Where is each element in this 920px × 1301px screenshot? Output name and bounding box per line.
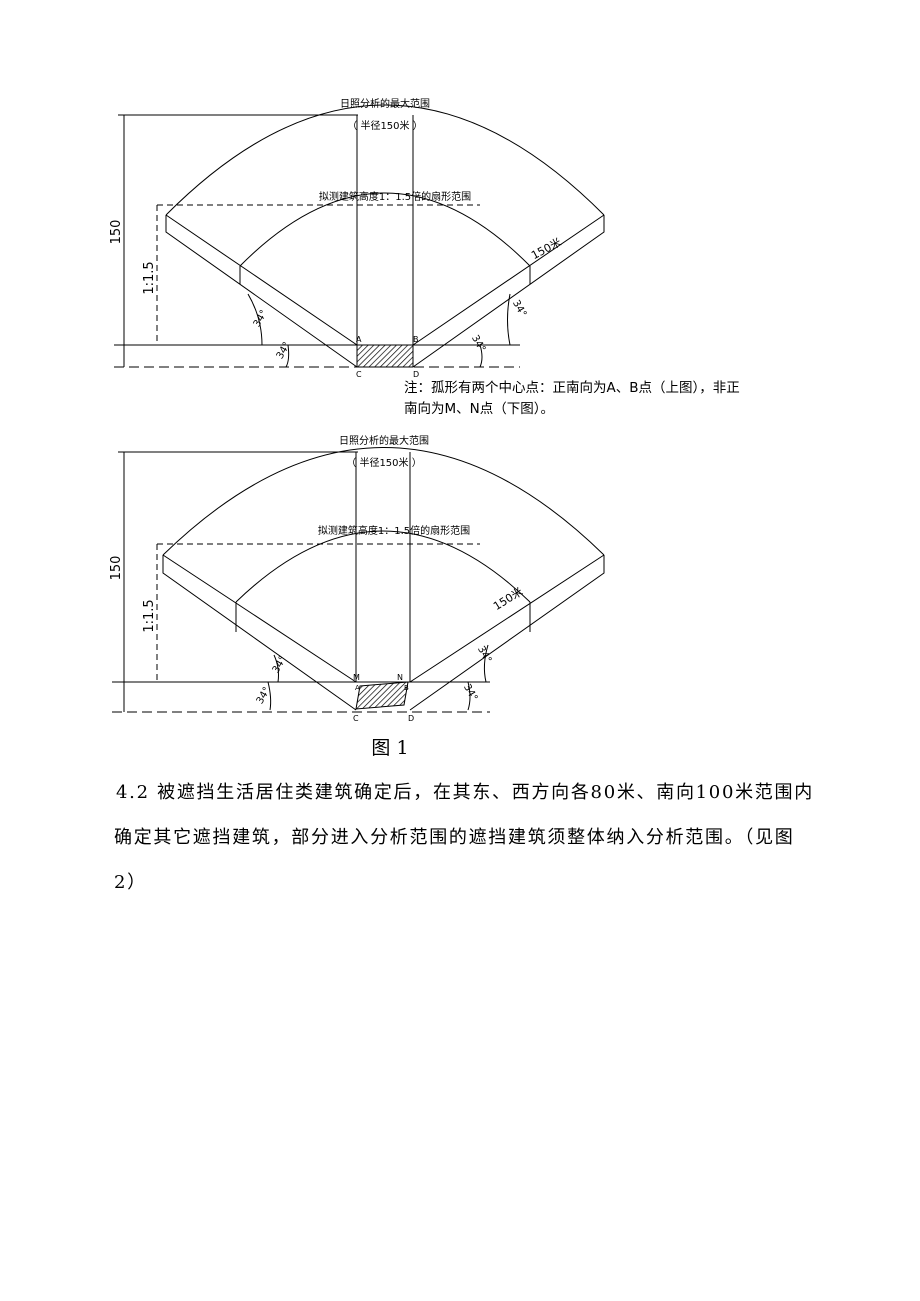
- building-hatch: [356, 344, 414, 368]
- dim-outer-label: 150: [109, 220, 124, 245]
- arc-length-label: 150米: [529, 236, 563, 263]
- point-label-b: B: [404, 684, 409, 692]
- fan-left-top: [162, 554, 357, 683]
- angle-arc-right-lower: [467, 681, 471, 711]
- inner-arc: [239, 192, 531, 267]
- point-label-n: N: [397, 673, 403, 682]
- point-label-d: D: [408, 714, 414, 723]
- angle-arc-right-upper: [483, 644, 489, 683]
- inner-range-label: 拟测建筑高度1：1.5倍的扇形范围: [318, 524, 470, 537]
- figure-caption: 图 1: [371, 737, 409, 759]
- angle-arc-left-upper: [247, 293, 263, 346]
- fan-diagram-top: 日照分析的最大范围 （ 半径150米 ） 拟测建筑高度1：1.5倍的扇形范围 1…: [109, 97, 605, 379]
- outer-arc: [165, 104, 605, 216]
- angle-arc-left-lower: [267, 681, 272, 711]
- angle-arc-left-lower: [285, 344, 290, 368]
- dim-inner-label: 1:1.5: [142, 261, 157, 294]
- point-label-c: C: [356, 370, 362, 379]
- angle-label-right-lower: 34°: [469, 333, 487, 354]
- dim-inner-label: 1:1.5: [142, 599, 157, 632]
- figure-bottom: 日照分析的最大范围 （ 半径150米 ） 拟测建筑高度1：1.5倍的扇形范围 1…: [0, 420, 920, 725]
- fan-left-edge: [165, 215, 358, 368]
- fan-left-top: [165, 214, 358, 346]
- angle-arc-right-upper: [507, 293, 511, 346]
- angle-label-left-upper: 34°: [252, 308, 270, 329]
- arc-length-label: 150米: [491, 585, 525, 613]
- outer-arc: [162, 447, 605, 556]
- fan-right-edge: [409, 555, 605, 711]
- point-label-c: C: [353, 714, 359, 723]
- fan-right-edge: [412, 215, 605, 368]
- inner-arc: [235, 530, 531, 603]
- radius-label: （ 半径150米 ）: [347, 119, 422, 132]
- angle-label-left-lower: 34°: [275, 340, 293, 361]
- dim-outer-label: 150: [109, 556, 124, 581]
- point-label-d: D: [413, 370, 419, 379]
- note-line-2: 南向为M、N点（下图）。: [404, 401, 554, 417]
- note-line-1: 注：孤形有两个中心点：正南向为A、B点（上图），非正: [404, 380, 740, 396]
- fan-left-edge: [162, 555, 357, 711]
- body-paragraph: 4.2 被遮挡生活居住类建筑确定后，在其东、西方向各80米、南向100米范围内确…: [114, 782, 814, 893]
- figure-top: 日照分析的最大范围 （ 半径150米 ） 拟测建筑高度1：1.5倍的扇形范围 1…: [0, 0, 920, 380]
- point-label-b: B: [413, 335, 419, 344]
- fan-right-top: [412, 214, 605, 346]
- figure-note: 注：孤形有两个中心点：正南向为A、B点（上图），非正 南向为M、N点（下图）。: [404, 378, 824, 420]
- angle-label-right-lower: 34°: [461, 682, 479, 703]
- angle-label-left-upper: 34°: [271, 654, 289, 675]
- fan-diagram-bottom: 日照分析的最大范围 （ 半径150米 ） 拟测建筑高度1：1.5倍的扇形范围 1…: [109, 434, 605, 723]
- radius-label: （ 半径150米 ）: [346, 456, 421, 469]
- inner-range-label: 拟测建筑高度1：1.5倍的扇形范围: [319, 190, 471, 203]
- angle-arc-left-upper: [273, 654, 279, 683]
- angle-label-right-upper: 34°: [510, 298, 528, 319]
- building-hatch-skewed: [355, 681, 409, 710]
- point-label-m: M: [353, 673, 360, 682]
- title-label: 日照分析的最大范围: [339, 434, 429, 447]
- point-label-a: A: [355, 684, 360, 692]
- angle-arc-right-lower: [479, 344, 483, 368]
- title-label: 日照分析的最大范围: [340, 97, 430, 110]
- fan-right-top: [409, 554, 605, 683]
- point-label-a: A: [356, 335, 362, 344]
